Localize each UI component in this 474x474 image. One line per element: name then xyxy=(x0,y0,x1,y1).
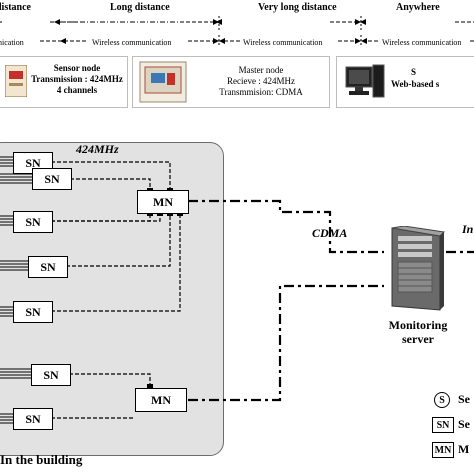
distance-label-anywhere: Anywhere xyxy=(396,2,440,13)
comm-label-4: Wireless communication xyxy=(382,38,462,47)
sensor-node-line2: Transmission : 424MHz xyxy=(31,74,123,84)
sensor-node-line3: 4 channels xyxy=(56,85,98,95)
comm-label-2: Wireless communication xyxy=(92,38,172,47)
sensor-node-4: SN xyxy=(28,256,68,278)
master-node-line3: Transmmision: CDMA xyxy=(219,87,303,97)
legend-sensor-box: SN xyxy=(432,417,454,433)
web-computer-image xyxy=(345,64,385,98)
sensor-node-7: SN xyxy=(13,408,53,430)
server-label-1: Monitoring xyxy=(388,318,448,332)
master-node-2: MN xyxy=(135,388,187,412)
comm-band-lines xyxy=(40,35,474,47)
master-node-line2: Recieve : 424MHz xyxy=(227,76,295,86)
sensor-node-image xyxy=(5,65,27,97)
sensor-node-6: SN xyxy=(31,364,71,386)
comm-label-3: Wireless communication xyxy=(243,38,323,47)
sensor-node-card: Sensor node Transmission : 424MHz 4 chan… xyxy=(0,56,128,108)
distance-label-very-long: Very long distance xyxy=(258,2,337,13)
web-server-line2: Web-based s xyxy=(391,79,440,89)
sensor-node-3: SN xyxy=(13,211,53,233)
cdma-label: CDMA xyxy=(312,226,348,240)
distance-label-short: distance xyxy=(0,2,31,13)
sensor-node-5: SN xyxy=(13,301,53,323)
distance-band-lines xyxy=(0,16,474,30)
frequency-label: 424MHz xyxy=(76,142,119,156)
legend-text-2: Se xyxy=(458,417,470,431)
web-server-line1: S xyxy=(411,67,417,77)
internet-label: In xyxy=(462,222,474,236)
sensor-node-line1: Sensor node xyxy=(53,63,101,73)
master-node-image xyxy=(139,61,187,103)
legend-master-box: MN xyxy=(432,442,454,458)
web-server-card: S Web-based s xyxy=(336,56,474,108)
legend-sensor-circle: S xyxy=(434,392,450,408)
server-label-2: server xyxy=(402,332,434,346)
master-node-line1: Master node xyxy=(238,65,284,75)
master-node-card: Master node Recieve : 424MHz Transmmisio… xyxy=(132,56,330,108)
monitoring-server-icon xyxy=(391,226,446,311)
legend-text-1: Se xyxy=(458,392,470,406)
legend-text-3: M xyxy=(458,442,470,456)
sensor-node-2: SN xyxy=(32,168,72,190)
building-label: In the building xyxy=(0,452,83,467)
distance-label-long: Long distance xyxy=(110,2,170,13)
master-node-1: MN xyxy=(137,190,189,214)
comm-label-1: nication xyxy=(0,38,24,47)
